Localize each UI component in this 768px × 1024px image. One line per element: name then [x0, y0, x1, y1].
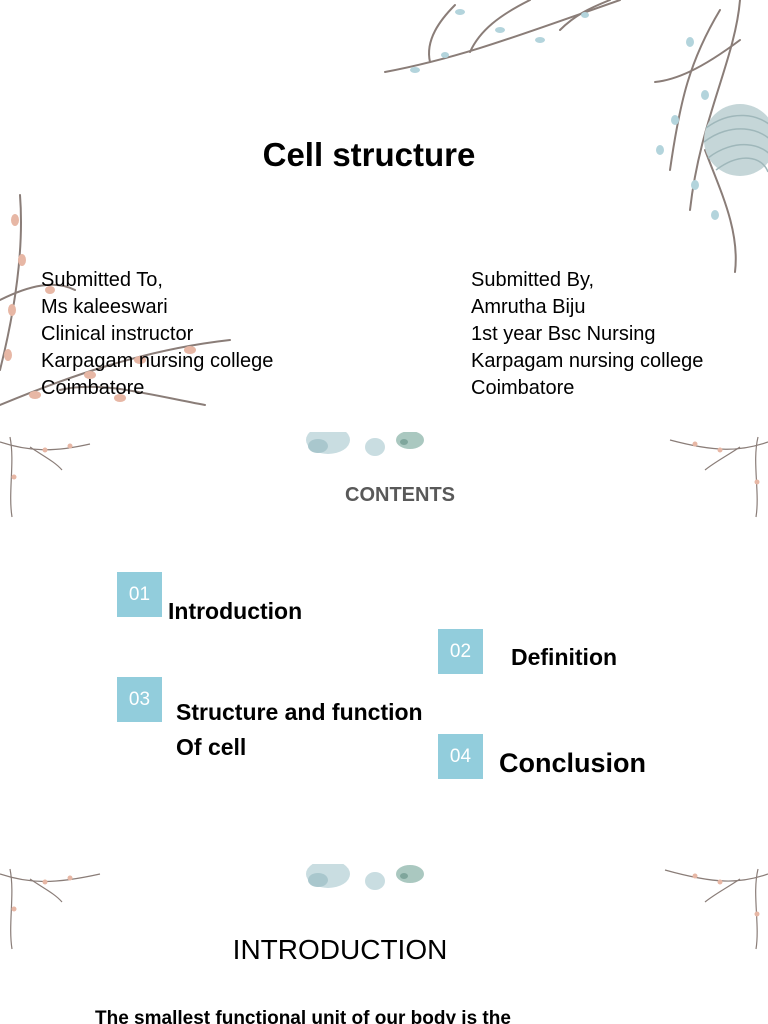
structure-label-line-1: Structure and function [176, 699, 423, 725]
submitted-by-block: Submitted By, Amrutha Biju 1st year Bsc … [471, 267, 703, 402]
contents-item-introduction: Introduction [168, 598, 303, 624]
student-course: 1st year Bsc Nursing [471, 323, 656, 345]
contents-item-conclusion: Conclusion [499, 748, 646, 778]
item-number-01: 01 [117, 572, 162, 617]
student-name: Amrutha Biju [471, 296, 586, 318]
contents-item-structure: Structure and function Of cell [176, 695, 423, 765]
page-title: Cell structure [262, 136, 476, 173]
structure-label-line-2: Of cell [176, 734, 247, 760]
student-college: Karpagam nursing college [471, 350, 704, 372]
item-number-04: 04 [438, 734, 483, 779]
contents-slide: CONTENTS 01 Introduction 02 Definition 0… [0, 432, 768, 864]
instructor-college: Karpagam nursing college [41, 350, 274, 372]
stones-icon [306, 864, 424, 890]
student-city: Coimbatore [471, 377, 575, 399]
introduction-slide: INTRODUCTION The smallest functional uni… [0, 864, 768, 1024]
item-number-02: 02 [438, 629, 483, 674]
instructor-name: Ms kaleeswari [41, 296, 168, 318]
title-slide: Cell structure Submitted To, Ms kaleeswa… [0, 0, 768, 432]
submitted-to-heading: Submitted To, [41, 269, 163, 291]
contents-heading: CONTENTS [345, 484, 455, 506]
introduction-heading: INTRODUCTION [232, 934, 448, 965]
submitted-by-heading: Submitted By, [471, 269, 595, 291]
contents-item-definition: Definition [511, 644, 618, 670]
stones-icon [306, 432, 424, 456]
introduction-text: The smallest functional unit of our body… [95, 1008, 511, 1024]
submitted-to-block: Submitted To, Ms kaleeswari Clinical ins… [41, 267, 273, 402]
instructor-city: Coimbatore [41, 377, 145, 399]
instructor-role: Clinical instructor [41, 323, 194, 345]
item-number-03: 03 [117, 677, 162, 722]
